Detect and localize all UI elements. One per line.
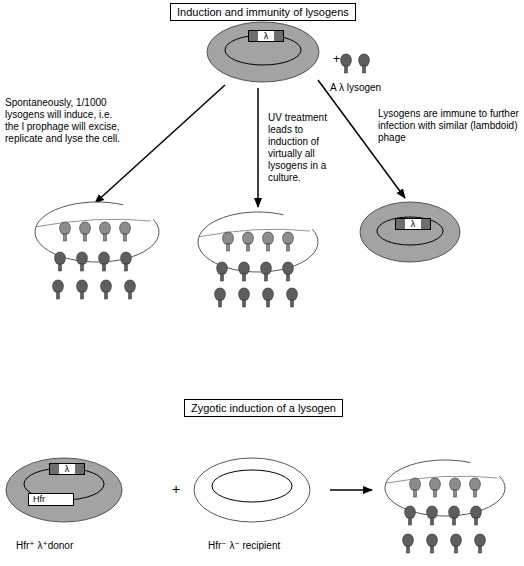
note-text: Lysogens are immune to further infection… [378, 108, 520, 144]
phage [223, 232, 234, 251]
phage [217, 262, 228, 281]
lysed-cell [35, 202, 159, 262]
note-text: UV treatment leads to induction of virtu… [268, 112, 334, 184]
arrow [330, 489, 372, 491]
plus-sign: + [333, 52, 343, 66]
phage [475, 534, 486, 553]
node-text: λ [396, 219, 430, 229]
strain-label: Hfr⁺ λ⁺donor [16, 540, 136, 552]
recipient-cell [194, 458, 310, 522]
phage [239, 288, 250, 307]
lysogen-cell [207, 22, 319, 82]
title-box: Zygotic induction of a lysogen [184, 399, 343, 417]
prophage-box: λ [395, 218, 431, 230]
phage [471, 506, 482, 525]
phage [410, 478, 421, 497]
node-text: Hfr [33, 494, 69, 505]
phage [287, 288, 298, 307]
phage [427, 506, 438, 525]
phage [263, 288, 274, 307]
cell-label: A λ lysogen [330, 82, 420, 94]
phage [359, 54, 370, 73]
lysed-cell [198, 212, 318, 272]
phage [261, 262, 272, 281]
node-text: Zygotic induction of a lysogen [191, 402, 336, 414]
phage [341, 54, 352, 73]
phage [451, 534, 462, 553]
immune-cell [360, 202, 460, 262]
node-text: λ [249, 31, 283, 41]
prophage-box: λ [49, 463, 85, 475]
donor-cell [6, 458, 122, 522]
hfr-box: Hfr [28, 493, 74, 506]
phage [450, 478, 461, 497]
phage [263, 232, 274, 251]
phage [470, 478, 481, 497]
node-text: Induction and immunity of lysogens [177, 6, 349, 18]
phage [60, 222, 71, 241]
chromosome [377, 217, 443, 245]
arrow [257, 88, 259, 207]
phage [215, 288, 226, 307]
phage [77, 280, 88, 299]
strain-label: Hfr⁻ λ⁻ recipient [208, 540, 328, 552]
phage [403, 534, 414, 553]
phage [283, 232, 294, 251]
phage [99, 252, 110, 271]
phage [80, 222, 91, 241]
phage [405, 506, 416, 525]
membrane-remnant [36, 219, 151, 227]
note-text: Spontaneously, 1/1000 lysogens will indu… [5, 97, 127, 145]
phage [239, 262, 250, 281]
phage [243, 232, 254, 251]
phage [101, 280, 112, 299]
node-text: λ [50, 464, 84, 474]
chromosome [212, 470, 292, 502]
title-box: Induction and immunity of lysogens [170, 3, 356, 21]
plus-sign: + [172, 481, 186, 497]
phage [125, 280, 136, 299]
phage [427, 534, 438, 553]
prophage-box: λ [248, 30, 284, 42]
phage [283, 262, 294, 281]
phage [430, 478, 441, 497]
phage [55, 252, 66, 271]
phage [120, 222, 131, 241]
lysed-cell [385, 460, 505, 516]
phage [449, 506, 460, 525]
phage [121, 252, 132, 271]
phage [100, 222, 111, 241]
phage [77, 252, 88, 271]
phage [53, 280, 64, 299]
